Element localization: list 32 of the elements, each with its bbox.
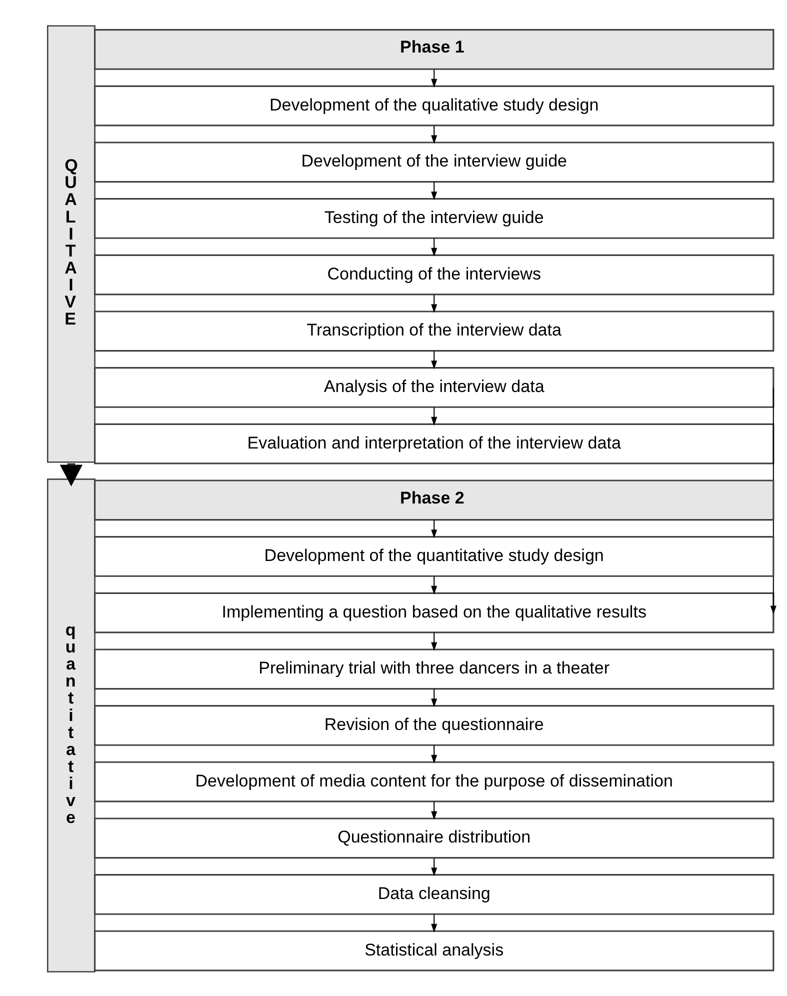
node-box: Phase 1 xyxy=(94,28,774,70)
arrow xyxy=(431,350,438,369)
node-box: Development of media content for the purpose of dissemination xyxy=(94,760,774,802)
arrow xyxy=(431,858,438,876)
node-box: Revision of the questionnaire xyxy=(94,704,774,746)
node-box: Phase 2 xyxy=(94,479,774,520)
node-box: Transcription of the interview data xyxy=(94,310,774,352)
node-box: Implementing a question based on the qualitative results xyxy=(94,592,774,633)
node-box: Development of the interview guide xyxy=(94,141,774,182)
node-box: Development of the qualitative study design xyxy=(94,84,774,126)
node-box: Preliminary trial with three dancers in a theater xyxy=(94,648,774,690)
arrow xyxy=(431,576,438,594)
arrow xyxy=(431,406,438,426)
arrow xyxy=(431,294,438,312)
node-box: Analysis of the interview data xyxy=(94,366,774,408)
arrow xyxy=(431,238,438,256)
arrow xyxy=(431,801,438,820)
arrow xyxy=(431,688,438,707)
arrow xyxy=(431,182,438,200)
arrow xyxy=(431,914,438,932)
arrow xyxy=(431,632,438,650)
arrow xyxy=(431,125,438,144)
node-box: Statistical analysis xyxy=(94,930,774,971)
node-box: Testing of the interview guide xyxy=(94,198,774,238)
node-box: Conducting of the interviews xyxy=(94,254,774,295)
node-box: Development of the quantitative study design xyxy=(94,536,774,576)
node-box: Questionnaire distribution xyxy=(94,817,774,858)
node-box: Data cleansing xyxy=(94,874,774,914)
arrow xyxy=(431,744,438,764)
node-box: Evaluation and interpretation of the interview data xyxy=(94,422,774,464)
arrow xyxy=(431,68,438,88)
arrow xyxy=(431,520,438,538)
